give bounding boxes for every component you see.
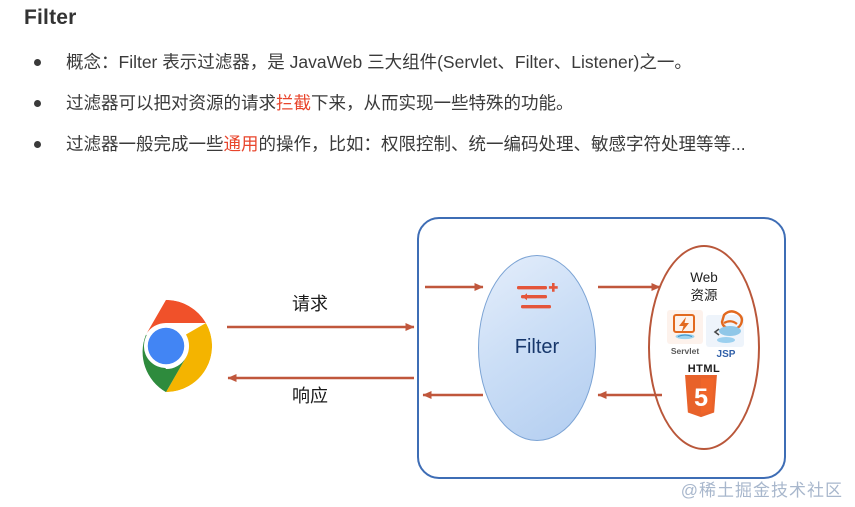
- filter-chain-container: [417, 217, 786, 479]
- bullet-dot-icon: [34, 100, 41, 107]
- jsp-icon-caption: JSP: [716, 349, 736, 360]
- bullet-text: 过滤器一般完成一些: [66, 134, 224, 154]
- servlet-icon-caption: Servlet: [670, 346, 700, 356]
- filter-flow-diagram: 请求 响应: [0, 190, 855, 507]
- web-resource-label-line2: 资源: [690, 288, 718, 303]
- web-resource-node: Web 资源 Servlet: [648, 245, 760, 450]
- bullet-dot-icon: [34, 141, 41, 148]
- list-item: 概念：Filter 表示过滤器，是 JavaWeb 三大组件(Servlet、F…: [20, 50, 850, 75]
- html5-icon-wordmark: HTML: [687, 363, 721, 375]
- filter-node: Filter: [478, 255, 596, 441]
- watermark: @稀土掘金技术社区: [680, 481, 843, 500]
- bullet-text-highlight: 通用: [223, 134, 259, 154]
- bullet-text: 下来，从而实现一些特殊的功能。: [311, 93, 574, 113]
- web-resource-label-line1: Web: [690, 270, 718, 285]
- bullet-text: 概念：Filter 表示过滤器，是 JavaWeb 三大组件(Servlet、F…: [66, 52, 692, 72]
- bullet-dot-icon: [34, 59, 41, 66]
- bullet-text-highlight: 拦截: [276, 93, 311, 113]
- filter-lines-plus-icon: [514, 282, 560, 316]
- request-arrow-label: 请求: [292, 294, 328, 314]
- list-item: 过滤器可以把对资源的请求拦截下来，从而实现一些特殊的功能。: [20, 91, 850, 116]
- jsp-icon: JSP: [704, 309, 748, 360]
- chrome-logo-icon: [118, 298, 214, 394]
- bullet-list: 概念：Filter 表示过滤器，是 JavaWeb 三大组件(Servlet、F…: [20, 50, 850, 173]
- html5-icon: HTML 5: [681, 363, 727, 419]
- servlet-icon: Servlet: [666, 309, 704, 356]
- filter-node-label: Filter: [514, 336, 560, 358]
- bullet-text: 过滤器可以把对资源的请求: [66, 93, 276, 113]
- svg-text:5: 5: [694, 384, 708, 412]
- list-item: 过滤器一般完成一些通用的操作，比如：权限控制、统一编码处理、敏感字符处理等等..…: [20, 132, 850, 157]
- web-resource-icons: Servlet JSP HTML: [658, 309, 750, 429]
- response-arrow-label: 响应: [292, 386, 328, 406]
- page-title: Filter: [24, 6, 77, 29]
- bullet-text: 的操作，比如：权限控制、统一编码处理、敏感字符处理等等...: [258, 134, 746, 154]
- web-resource-label: Web 资源: [650, 269, 758, 305]
